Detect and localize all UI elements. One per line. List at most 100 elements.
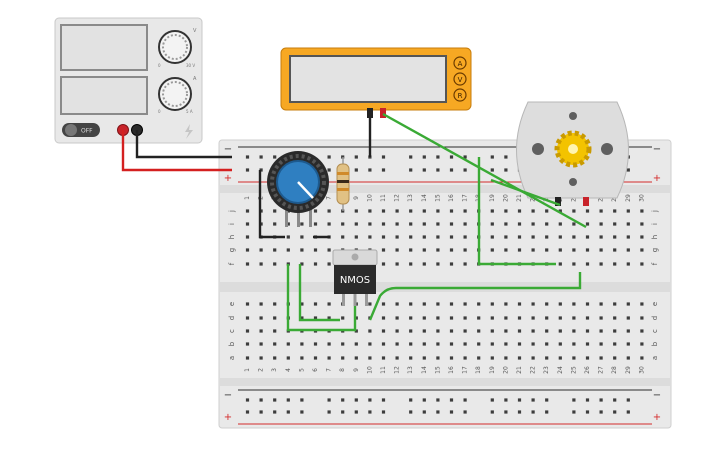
breadboard-hole[interactable] bbox=[640, 235, 644, 239]
rail-hole[interactable] bbox=[300, 398, 304, 402]
breadboard-hole[interactable] bbox=[259, 262, 263, 266]
breadboard-hole[interactable] bbox=[368, 356, 372, 360]
nmos-transistor[interactable]: NMOS bbox=[332, 249, 378, 306]
rail-hole[interactable] bbox=[626, 168, 630, 172]
breadboard-hole[interactable] bbox=[313, 248, 318, 252]
breadboard-hole[interactable] bbox=[531, 356, 535, 360]
breadboard-hole[interactable] bbox=[313, 316, 318, 320]
wire-gate[interactable] bbox=[286, 264, 357, 332]
rail-hole[interactable] bbox=[368, 398, 372, 402]
breadboard-hole[interactable] bbox=[490, 302, 494, 306]
breadboard-hole[interactable] bbox=[504, 235, 508, 239]
breadboard-hole[interactable] bbox=[490, 342, 494, 346]
breadboard-hole[interactable] bbox=[327, 248, 331, 252]
rail-hole[interactable] bbox=[259, 398, 263, 402]
breadboard-hole[interactable] bbox=[422, 222, 426, 226]
breadboard-hole[interactable] bbox=[286, 248, 290, 252]
breadboard-hole[interactable] bbox=[640, 329, 644, 333]
breadboard-hole[interactable] bbox=[422, 302, 426, 306]
breadboard-hole[interactable] bbox=[273, 342, 277, 346]
breadboard-hole[interactable] bbox=[585, 342, 590, 346]
breadboard-hole[interactable] bbox=[259, 329, 263, 333]
rail-hole[interactable] bbox=[259, 410, 263, 414]
breadboard-hole[interactable] bbox=[259, 248, 263, 252]
breadboard-hole[interactable] bbox=[273, 262, 277, 266]
rail-hole[interactable] bbox=[354, 410, 358, 414]
rail-hole[interactable] bbox=[449, 410, 454, 414]
rail-hole[interactable] bbox=[545, 410, 549, 414]
breadboard-hole[interactable] bbox=[449, 316, 454, 320]
breadboard-hole[interactable] bbox=[422, 316, 426, 320]
breadboard-hole[interactable] bbox=[613, 356, 617, 360]
breadboard-hole[interactable] bbox=[545, 222, 549, 226]
breadboard-hole[interactable] bbox=[449, 342, 454, 346]
breadboard-hole[interactable] bbox=[395, 209, 399, 213]
breadboard-hole[interactable] bbox=[599, 248, 603, 252]
mode-ohmmeter-button[interactable] bbox=[453, 88, 467, 102]
breadboard-hole[interactable] bbox=[463, 329, 467, 333]
breadboard-hole[interactable] bbox=[626, 302, 630, 306]
wire-drain[interactable] bbox=[368, 272, 582, 321]
breadboard-hole[interactable] bbox=[599, 302, 603, 306]
breadboard-hole[interactable] bbox=[626, 235, 630, 239]
rail-hole[interactable] bbox=[463, 410, 467, 414]
breadboard-hole[interactable] bbox=[558, 342, 562, 346]
wire-motor-feed[interactable] bbox=[477, 157, 556, 266]
breadboard-hole[interactable] bbox=[245, 316, 250, 320]
breadboard-hole[interactable] bbox=[286, 356, 290, 360]
breadboard-hole[interactable] bbox=[273, 329, 277, 333]
rail-hole[interactable] bbox=[436, 168, 440, 172]
breadboard-hole[interactable] bbox=[545, 302, 549, 306]
breadboard-hole[interactable] bbox=[613, 302, 617, 306]
breadboard-hole[interactable] bbox=[531, 235, 535, 239]
breadboard-hole[interactable] bbox=[422, 262, 426, 266]
breadboard-hole[interactable] bbox=[409, 262, 413, 266]
breadboard-hole[interactable] bbox=[313, 342, 318, 346]
breadboard-hole[interactable] bbox=[436, 209, 440, 213]
breadboard-hole[interactable] bbox=[354, 209, 358, 213]
breadboard-hole[interactable] bbox=[436, 262, 440, 266]
potentiometer[interactable] bbox=[267, 151, 329, 227]
breadboard-hole[interactable] bbox=[599, 316, 603, 320]
rail-hole[interactable] bbox=[273, 155, 277, 159]
breadboard-hole[interactable] bbox=[504, 329, 508, 333]
breadboard-hole[interactable] bbox=[477, 356, 481, 360]
breadboard-hole[interactable] bbox=[545, 248, 549, 252]
breadboard-hole[interactable] bbox=[409, 302, 413, 306]
breadboard-hole[interactable] bbox=[613, 248, 617, 252]
breadboard-hole[interactable] bbox=[436, 248, 440, 252]
breadboard-hole[interactable] bbox=[558, 316, 562, 320]
rail-hole[interactable] bbox=[490, 398, 494, 402]
rail-hole[interactable] bbox=[585, 410, 590, 414]
breadboard-hole[interactable] bbox=[613, 329, 617, 333]
wire-motor-link[interactable] bbox=[490, 178, 561, 207]
breadboard-hole[interactable] bbox=[354, 342, 358, 346]
breadboard-hole[interactable] bbox=[640, 356, 644, 360]
breadboard-hole[interactable] bbox=[313, 356, 318, 360]
breadboard-hole[interactable] bbox=[463, 248, 467, 252]
rail-hole[interactable] bbox=[354, 155, 358, 159]
rail-hole[interactable] bbox=[531, 398, 535, 402]
breadboard-hole[interactable] bbox=[572, 235, 576, 239]
breadboard-hole[interactable] bbox=[436, 222, 440, 226]
mode-ammeter-button[interactable] bbox=[453, 56, 467, 70]
breadboard-hole[interactable] bbox=[381, 302, 386, 306]
breadboard-hole[interactable] bbox=[368, 209, 372, 213]
breadboard-hole[interactable] bbox=[327, 342, 331, 346]
breadboard-hole[interactable] bbox=[259, 302, 263, 306]
breadboard-hole[interactable] bbox=[477, 329, 481, 333]
breadboard-hole[interactable] bbox=[504, 316, 508, 320]
breadboard-hole[interactable] bbox=[381, 235, 386, 239]
breadboard-hole[interactable] bbox=[531, 209, 535, 213]
breadboard-hole[interactable] bbox=[640, 262, 644, 266]
rail-hole[interactable] bbox=[449, 155, 454, 159]
breadboard-hole[interactable] bbox=[409, 316, 413, 320]
multimeter-probe-positive[interactable] bbox=[380, 108, 386, 118]
rail-hole[interactable] bbox=[572, 398, 576, 402]
breadboard-hole[interactable] bbox=[585, 356, 590, 360]
breadboard-hole[interactable] bbox=[640, 248, 644, 252]
breadboard-hole[interactable] bbox=[490, 329, 494, 333]
breadboard-hole[interactable] bbox=[531, 302, 535, 306]
breadboard-hole[interactable] bbox=[545, 329, 549, 333]
breadboard-hole[interactable] bbox=[477, 342, 481, 346]
